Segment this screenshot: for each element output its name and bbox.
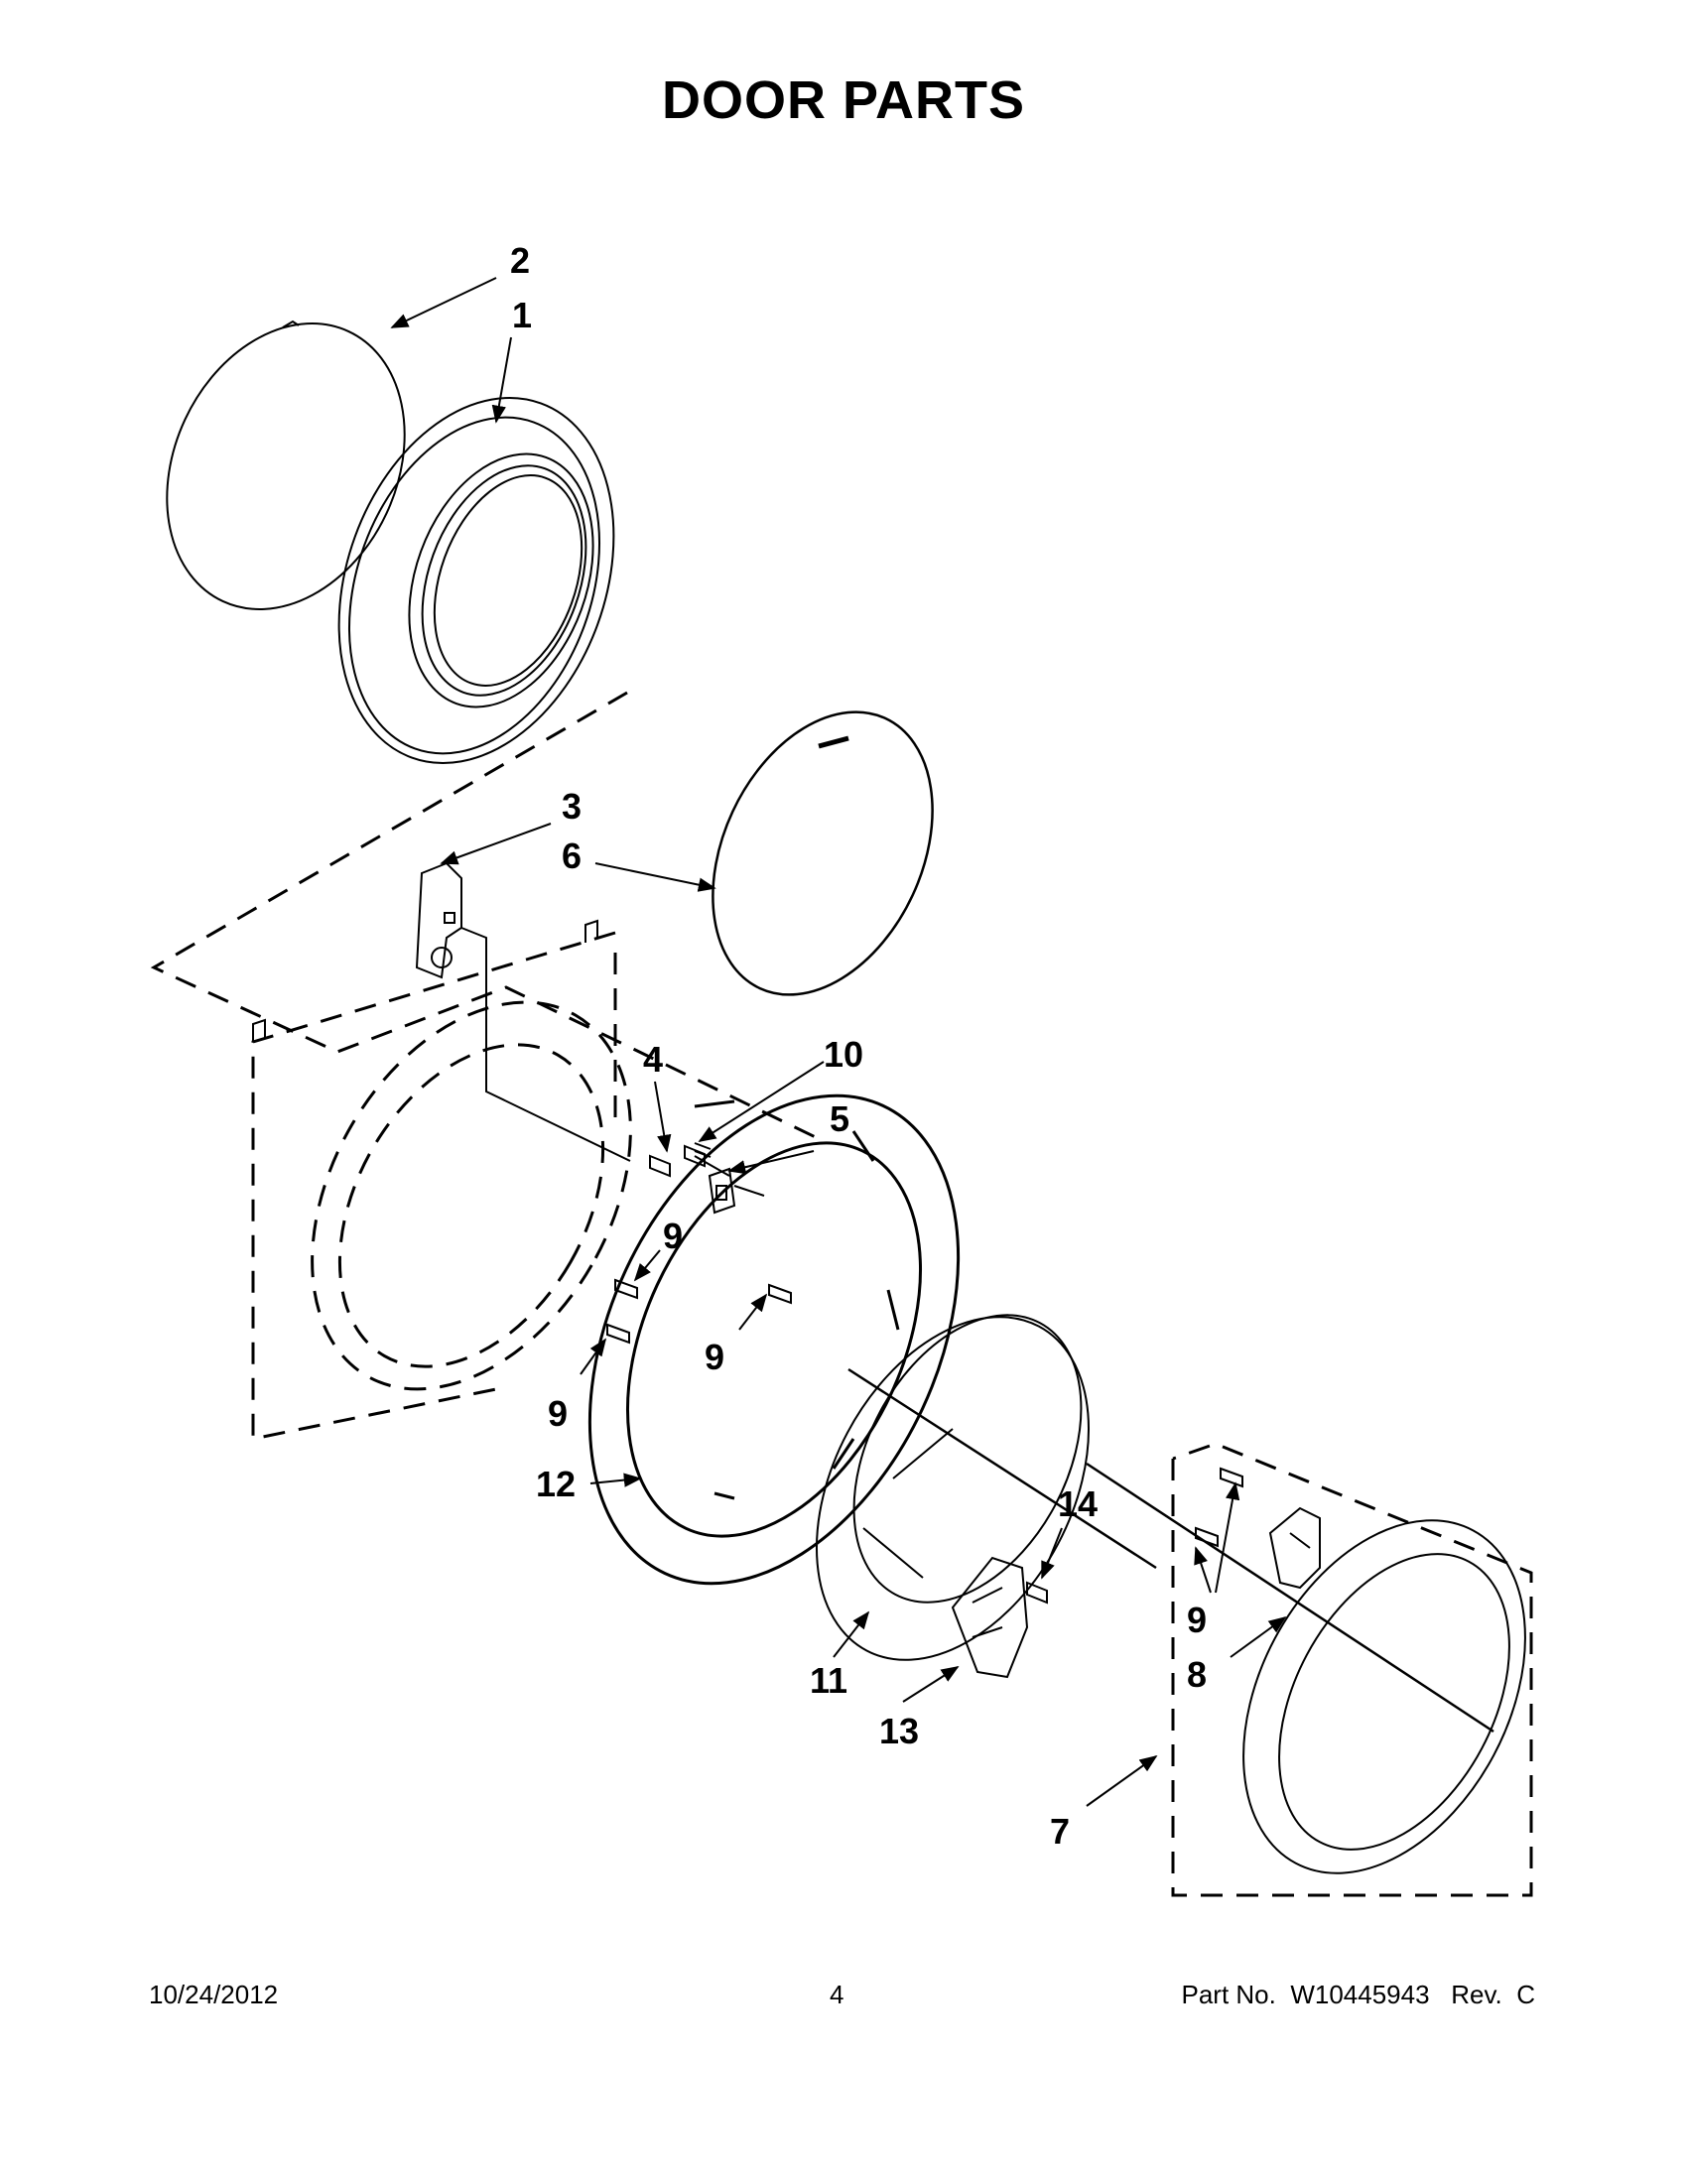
callout-9c: 9 xyxy=(548,1393,568,1434)
callout-4: 4 xyxy=(643,1039,663,1080)
part-1-outer-door xyxy=(337,397,615,764)
leader-arrows xyxy=(390,277,1287,1807)
footer-part-number: Part No. W10445943 Rev. C xyxy=(1182,1980,1536,2010)
callout-9d: 9 xyxy=(1187,1600,1207,1640)
callout-9a: 9 xyxy=(663,1216,683,1256)
part-number: W10445943 xyxy=(1290,1980,1430,2009)
part-2-door-glass xyxy=(166,320,406,610)
page-title: DOOR PARTS xyxy=(661,70,1025,130)
callout-3: 3 xyxy=(562,786,582,827)
callout-5: 5 xyxy=(830,1098,849,1139)
rev-value: C xyxy=(1516,1980,1535,2009)
part-11-inner-glass xyxy=(815,1314,1157,1661)
part-label: Part No. xyxy=(1181,1980,1276,2009)
callout-13: 13 xyxy=(879,1711,919,1751)
callout-2: 2 xyxy=(510,240,530,281)
callout-1: 1 xyxy=(512,295,532,335)
callout-12: 12 xyxy=(536,1464,576,1504)
part-7-outer-door xyxy=(1086,1462,1526,1874)
hinge-panel-outline-solid xyxy=(252,919,598,1042)
part-8-handle xyxy=(1268,1506,1321,1590)
callout-10: 10 xyxy=(824,1034,863,1075)
callout-6: 6 xyxy=(562,835,582,876)
part-6-gasket xyxy=(712,710,934,996)
callout-14: 14 xyxy=(1058,1483,1098,1524)
part-13-latch xyxy=(951,1556,1029,1679)
callout-8: 8 xyxy=(1187,1654,1207,1695)
part-7-outline xyxy=(1171,1442,1533,1897)
callout-labels: 2 1 3 6 4 10 5 9 9 9 12 14 11 13 9 8 7 xyxy=(510,240,1207,1852)
footer-date: 10/24/2012 xyxy=(149,1980,279,2009)
callout-9b: 9 xyxy=(705,1337,724,1377)
rev-label: Rev. xyxy=(1451,1980,1502,2009)
callout-7: 7 xyxy=(1050,1811,1070,1852)
part-3-hinge xyxy=(415,861,631,1162)
callout-11: 11 xyxy=(810,1660,847,1701)
footer-page-number: 4 xyxy=(830,1980,844,2009)
hinge-panel-outline xyxy=(150,691,825,1441)
part-5-striker xyxy=(694,1155,765,1215)
part-12-inner-frame xyxy=(587,1093,961,1586)
